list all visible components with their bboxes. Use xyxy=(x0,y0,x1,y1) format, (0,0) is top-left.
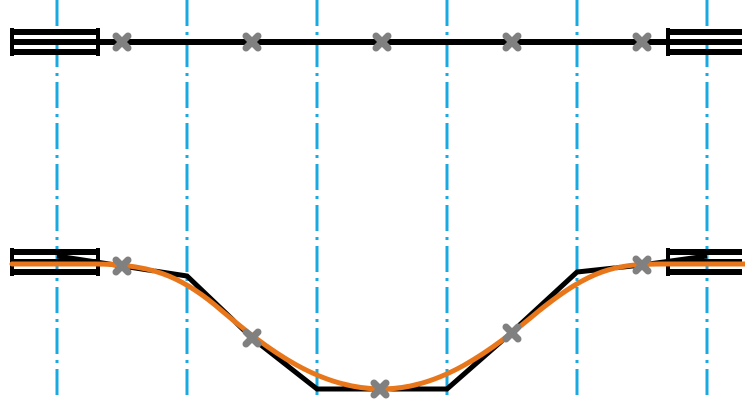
x-cross-marker-stroke xyxy=(112,256,132,276)
x-cross-marker-stroke xyxy=(372,32,392,52)
x-cross-marker-stroke xyxy=(502,323,522,343)
x-cross-marker-icon xyxy=(242,328,262,348)
deformed-beam xyxy=(9,248,745,399)
x-cross-marker-stroke xyxy=(632,255,652,275)
undeformed-beam xyxy=(10,28,742,56)
left-support-icon xyxy=(10,28,100,56)
x-cross-marker-icon xyxy=(502,323,522,343)
x-cross-marker-icon xyxy=(242,32,262,52)
vertical-guide-lines xyxy=(55,0,709,401)
x-cross-marker-stroke xyxy=(112,32,132,52)
x-cross-marker-icon xyxy=(372,32,392,52)
x-cross-marker-icon xyxy=(370,379,390,399)
x-cross-marker-icon xyxy=(502,32,522,52)
x-cross-marker-icon xyxy=(632,255,652,275)
x-cross-marker-icon xyxy=(112,32,132,52)
smoothed-deflection-curve xyxy=(9,261,745,392)
piecewise-linear-deflection xyxy=(56,253,708,392)
x-cross-marker-stroke xyxy=(242,32,262,52)
deformed-node-markers xyxy=(112,255,652,399)
x-cross-marker-stroke xyxy=(242,328,262,348)
x-cross-marker-stroke xyxy=(502,32,522,52)
right-support-icon xyxy=(666,28,742,56)
x-cross-marker-icon xyxy=(112,256,132,276)
undeformed-node-markers xyxy=(112,32,652,52)
x-cross-marker-stroke xyxy=(632,32,652,52)
x-cross-marker-stroke xyxy=(370,379,390,399)
x-cross-marker-icon xyxy=(632,32,652,52)
